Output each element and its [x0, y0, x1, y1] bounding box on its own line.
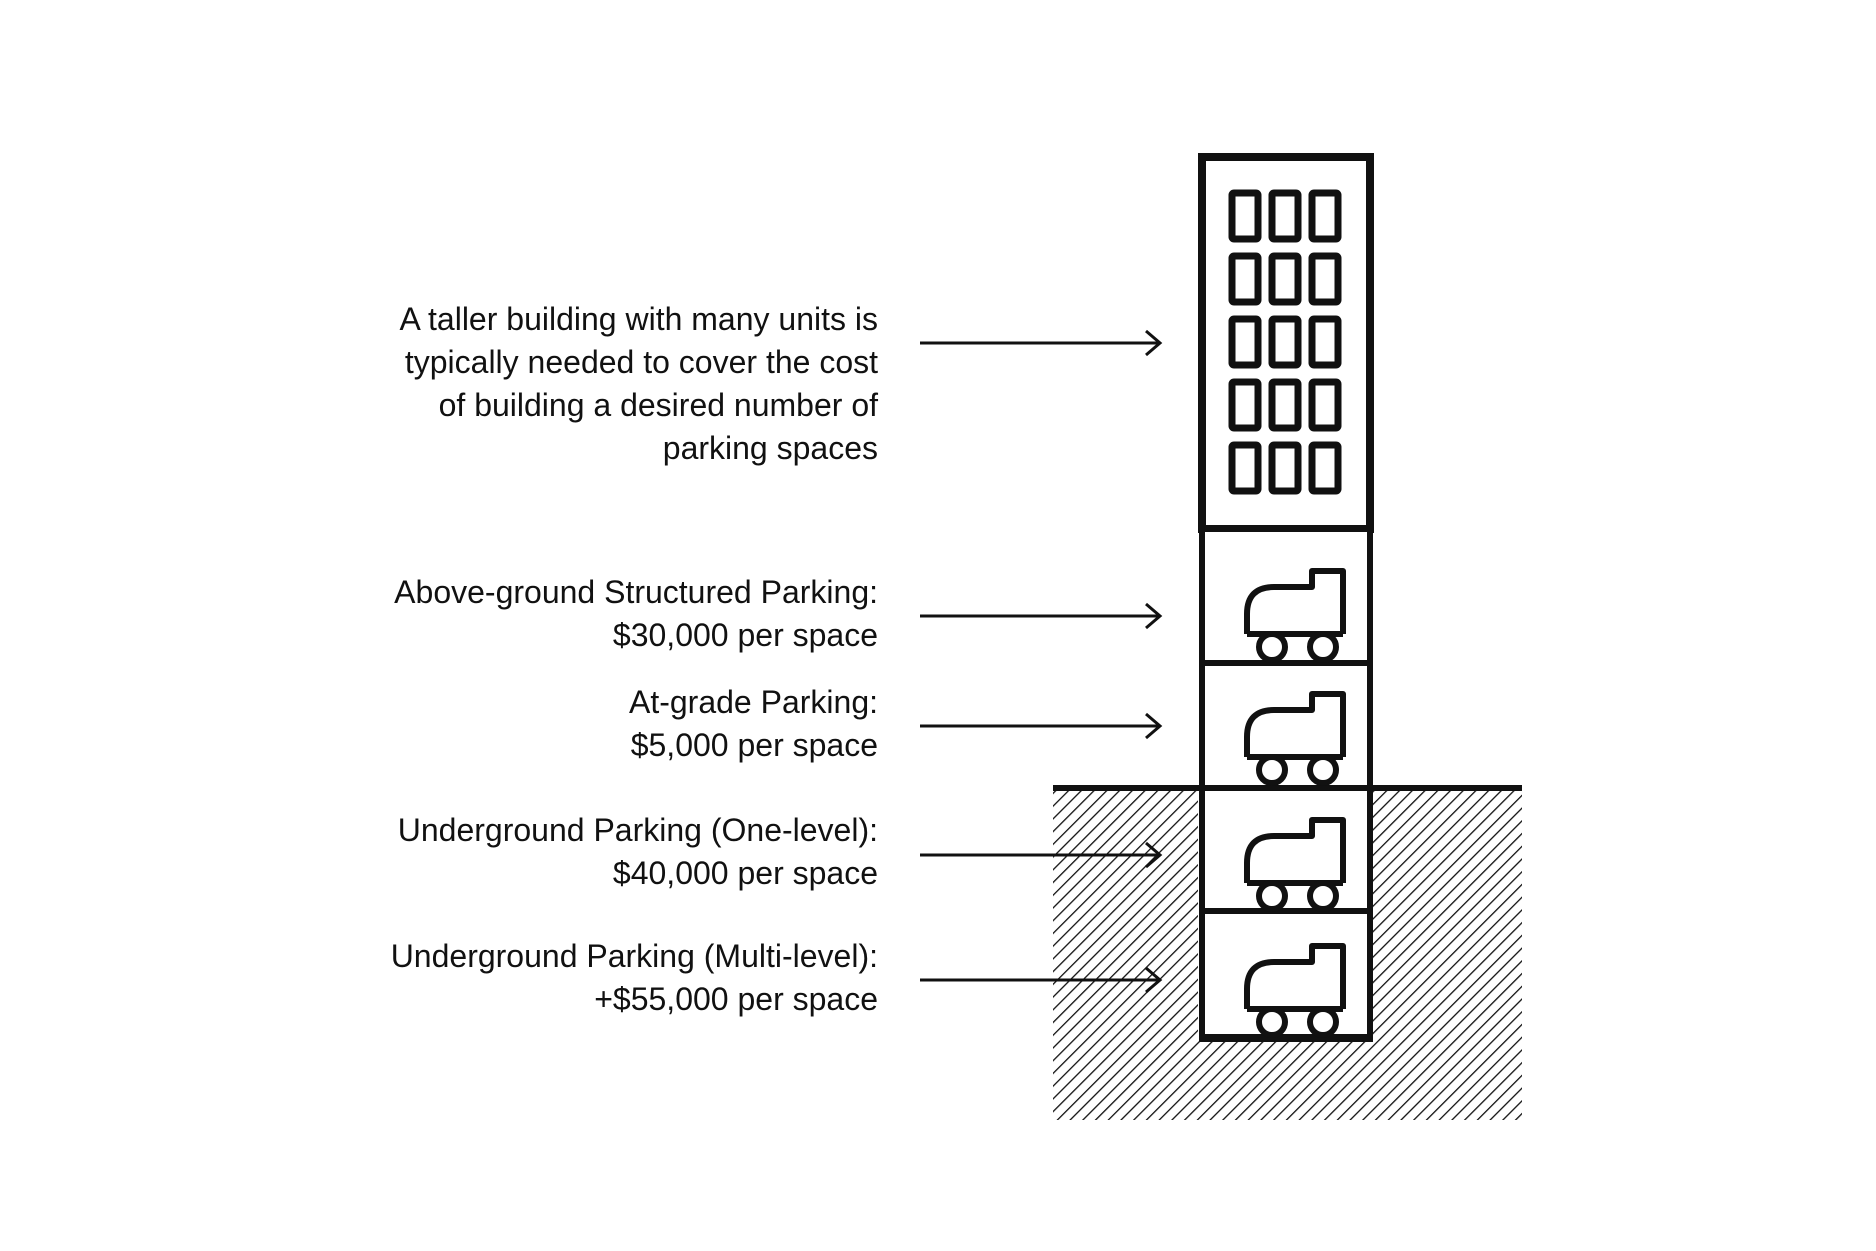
label-above-ground-cost: $30,000 per space — [612, 617, 878, 653]
label-underground-multi-cost: +$55,000 per space — [594, 981, 878, 1017]
label-above-ground: Above-ground Structured Parking: $30,000… — [300, 571, 878, 657]
window-icon — [1308, 378, 1342, 432]
label-tower-line: A taller building with many units is — [399, 301, 878, 337]
label-tower-line: parking spaces — [662, 430, 878, 466]
window-icon — [1268, 378, 1302, 432]
window-icon — [1228, 378, 1262, 432]
window-icon — [1268, 252, 1302, 306]
label-underground-one-title: Underground Parking (One-level): — [397, 812, 878, 848]
label-at-grade-cost: $5,000 per space — [630, 727, 878, 763]
label-tower-line: of building a desired number of — [438, 387, 878, 423]
label-underground-one: Underground Parking (One-level): $40,000… — [300, 809, 878, 895]
window-icon — [1268, 441, 1302, 495]
label-tower-line: typically needed to cover the cost — [404, 344, 878, 380]
arrow-above-ground — [920, 602, 1163, 630]
window-icon — [1228, 315, 1262, 369]
window-icon — [1228, 441, 1262, 495]
window-icon — [1308, 315, 1342, 369]
window-icon — [1268, 189, 1302, 243]
window-icon — [1308, 252, 1342, 306]
arrow-tower — [920, 329, 1163, 357]
label-tower: A taller building with many units is typ… — [300, 298, 878, 470]
window-icon — [1308, 189, 1342, 243]
window-icon — [1268, 315, 1302, 369]
label-underground-multi-title: Underground Parking (Multi-level): — [390, 938, 878, 974]
label-underground-one-cost: $40,000 per space — [612, 855, 878, 891]
label-underground-multi: Underground Parking (Multi-level): +$55,… — [300, 935, 878, 1021]
window-icon — [1308, 441, 1342, 495]
arrow-underground-one — [920, 841, 1163, 869]
building-windows-icon — [1198, 153, 1374, 533]
label-at-grade-title: At-grade Parking: — [628, 684, 878, 720]
window-icon — [1228, 252, 1262, 306]
label-above-ground-title: Above-ground Structured Parking: — [394, 574, 878, 610]
parking-levels — [1199, 526, 1373, 1042]
arrow-underground-multi — [920, 966, 1163, 994]
window-icon — [1228, 189, 1262, 243]
arrows — [920, 329, 1163, 994]
label-at-grade: At-grade Parking: $5,000 per space — [300, 681, 878, 767]
arrow-at-grade — [920, 712, 1163, 740]
